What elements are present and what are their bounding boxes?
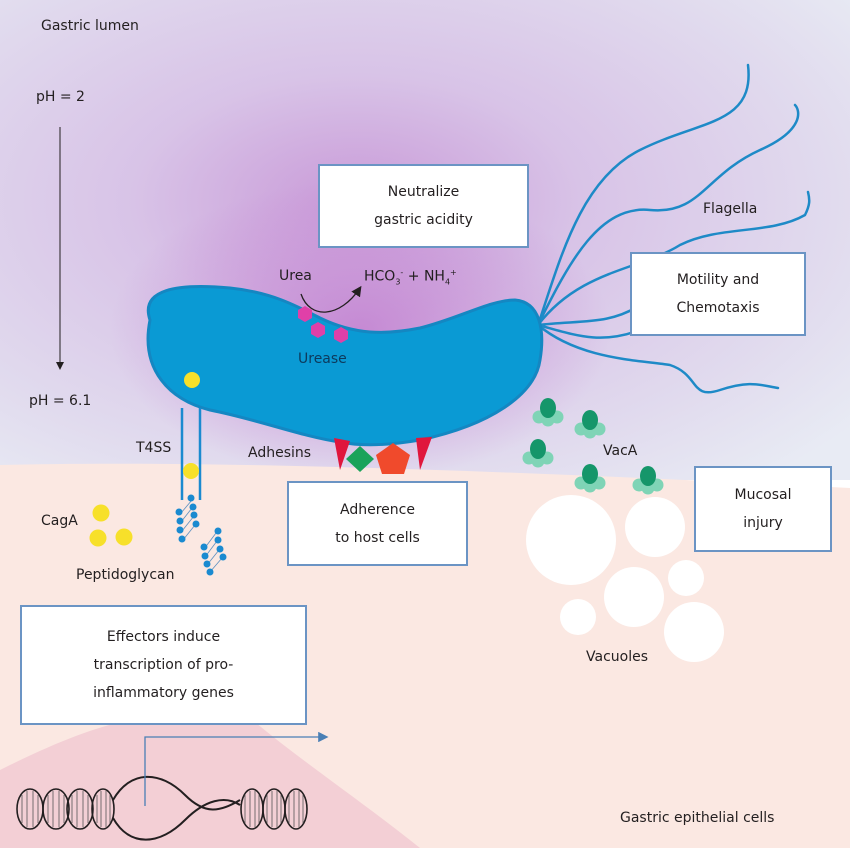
- nucleus-region: [0, 718, 420, 848]
- reaction-products-label: HCO3- + NH4+: [364, 268, 457, 287]
- adhesins-label: Adhesins: [248, 445, 312, 461]
- mucosal-injury-box: Mucosal injury: [694, 466, 832, 552]
- peptidoglycan-label: Peptidoglycan: [76, 567, 175, 583]
- urease-label: Urease: [298, 351, 347, 367]
- adhesin-molecules: [334, 437, 432, 474]
- neutralize-acidity-box: Neutralize gastric acidity: [318, 164, 529, 248]
- urea-label: Urea: [279, 268, 312, 284]
- vaca-label: VacA: [603, 443, 638, 459]
- gastric-lumen-label: Gastric lumen: [41, 18, 139, 34]
- motility-chemotaxis-box: Motility and Chemotaxis: [630, 252, 806, 336]
- vacuoles-label: Vacuoles: [586, 649, 649, 665]
- peptidoglycan-molecules: [175, 494, 227, 576]
- transcription-arrow: [144, 731, 329, 806]
- caga-molecules: [89, 504, 133, 547]
- vacuoles: [526, 495, 724, 662]
- t4ss-secretion-system: [180, 408, 202, 500]
- adherence-host-cells-box: Adherence to host cells: [287, 481, 468, 566]
- ph-bottom-label: pH = 6.1: [29, 393, 92, 409]
- flagella-label: Flagella: [703, 201, 758, 217]
- vaca-toxins: [522, 398, 664, 495]
- caga-in-t4ss: [183, 463, 199, 479]
- urease-enzymes: [298, 306, 348, 343]
- t4ss-label: T4SS: [136, 440, 172, 456]
- bacterium-body: [146, 285, 544, 447]
- dna-double-helix: [16, 775, 308, 841]
- effectors-transcription-box: Effectors induce transcription of pro- i…: [20, 605, 307, 725]
- gastric-epithelial-cells-label: Gastric epithelial cells: [620, 810, 775, 826]
- urea-conversion-arrow: [300, 285, 362, 313]
- caga-inside-bacterium: [184, 372, 200, 388]
- ph-top-label: pH = 2: [36, 89, 85, 105]
- caga-label: CagA: [41, 513, 78, 529]
